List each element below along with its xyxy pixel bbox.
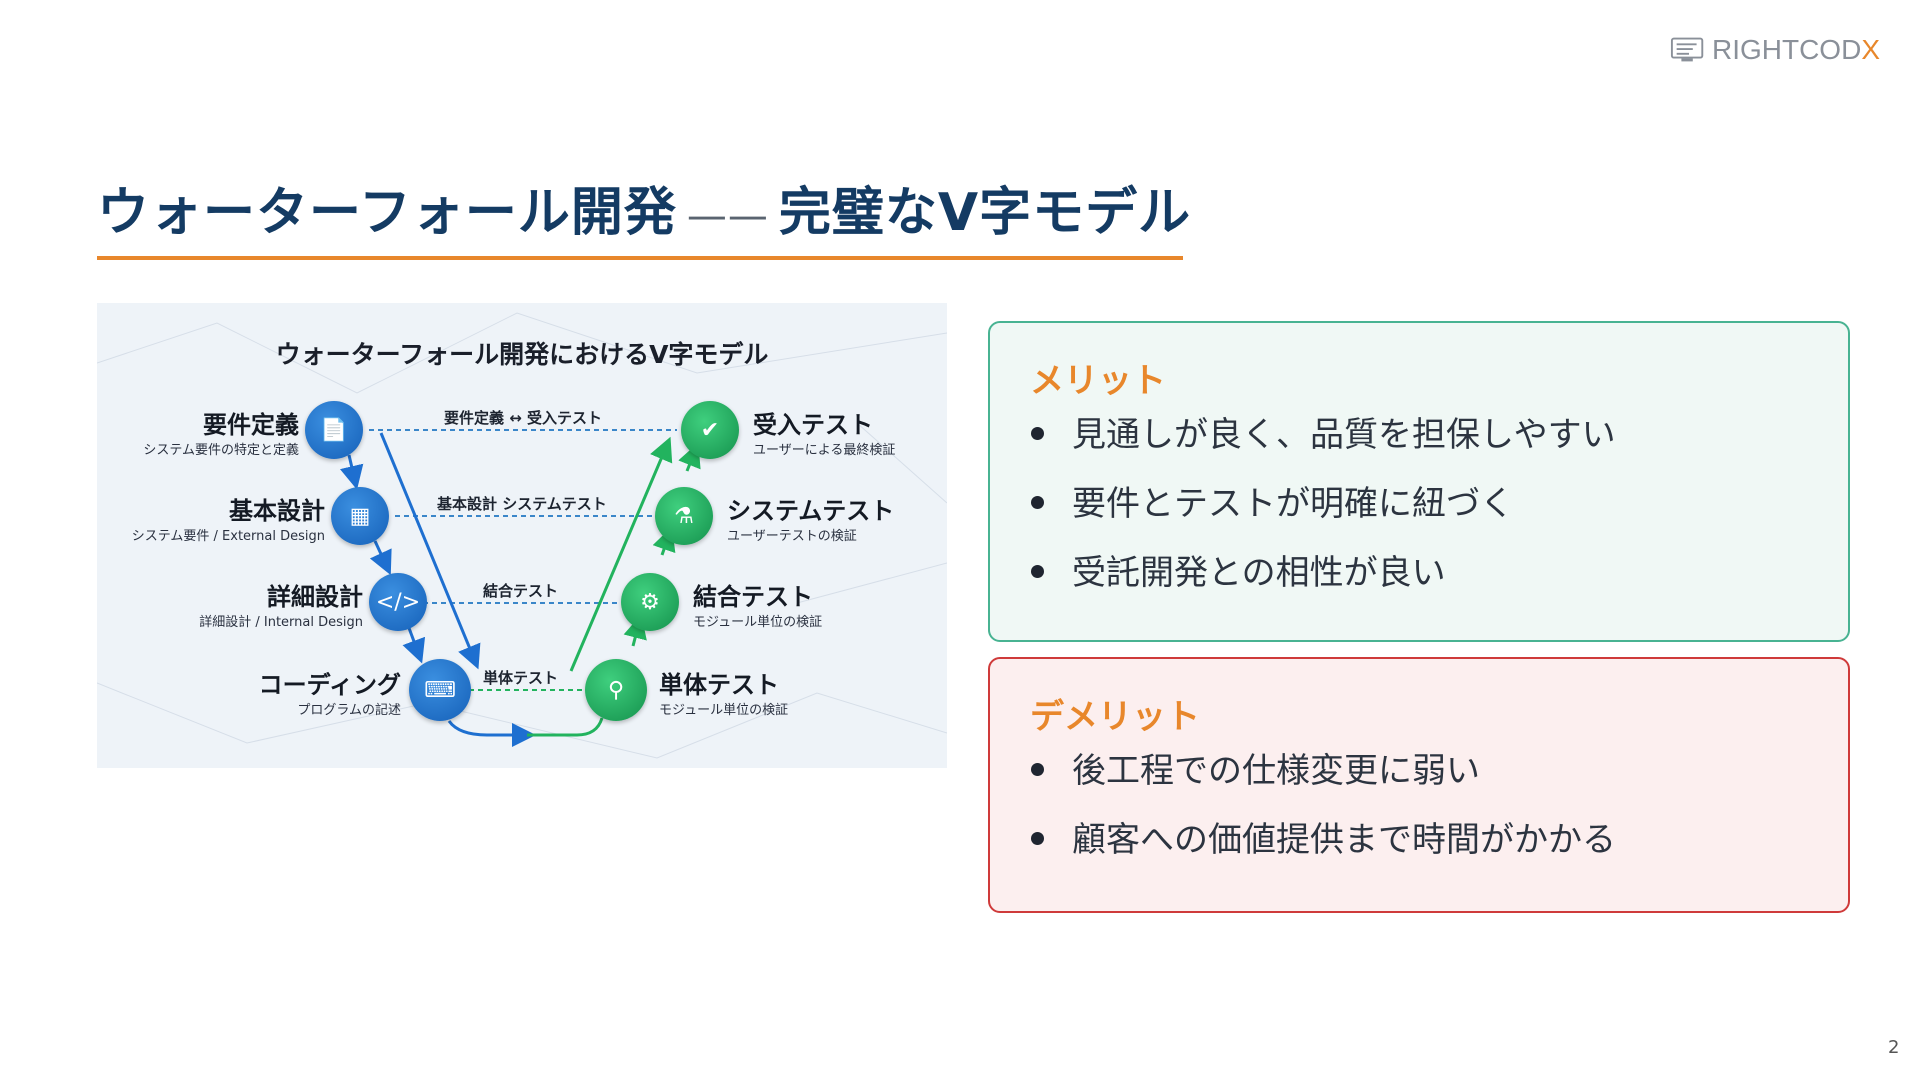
bullet-dot-icon: [1031, 496, 1044, 509]
monitor-logo-icon: [1670, 37, 1704, 62]
node-sub-requirements: システム要件の特定と定義: [143, 443, 299, 458]
link-label-requirements-acceptance: 要件定義 ↔ 受入テスト: [444, 409, 603, 427]
node-label-integration-test: 結合テスト: [693, 583, 813, 611]
page-number: 2: [1888, 1037, 1900, 1058]
title-dash: ——: [686, 193, 769, 239]
demerit-list: 後工程での仕様変更に弱い 顧客への価値提供まで時間がかかる: [1028, 749, 1616, 887]
title-left: ウォーターフォール開発: [97, 183, 677, 243]
company-logo: RIGHTCODX: [1670, 28, 1880, 72]
node-label-requirements: 要件定義: [203, 411, 299, 439]
keyboard-icon: ⌨: [409, 659, 471, 721]
hierarchy-icon: ▦: [331, 487, 389, 545]
node-sub-system-test: ユーザーテストの検証: [727, 529, 857, 544]
magnifier-check-icon: ✔: [681, 401, 739, 459]
test-tubes-icon: ⚗: [655, 487, 713, 545]
node-label-detailed-design: 詳細設計: [267, 583, 363, 611]
node-label-acceptance-test: 受入テスト: [753, 411, 873, 439]
node-label-unit-test: 単体テスト: [659, 671, 779, 699]
bullet-dot-icon: [1031, 832, 1044, 845]
link-label-basic-system: 基本設計 システムテスト: [437, 495, 607, 513]
node-label-system-test: システムテスト: [727, 497, 895, 525]
demerit-title: デメリット: [1030, 697, 1200, 737]
slide-title: ウォーターフォール開発——完璧なV字モデル: [97, 170, 1191, 245]
merit-card: メリット 見通しが良く、品質を担保しやすい 要件とテストが明確に紐づく 受託開発…: [988, 321, 1850, 642]
list-item: 後工程での仕様変更に弱い: [1028, 749, 1616, 818]
bullet-dot-icon: [1031, 427, 1044, 440]
logo-wordmark: RIGHTCODX: [1711, 34, 1880, 65]
demerit-card: デメリット 後工程での仕様変更に弱い 顧客への価値提供まで時間がかかる: [988, 657, 1850, 913]
bullet-dot-icon: [1031, 763, 1044, 776]
node-sub-basic-design: システム要件 / External Design: [131, 529, 325, 544]
merit-list: 見通しが良く、品質を担保しやすい 要件とテストが明確に紐づく 受託開発との相性が…: [1028, 413, 1616, 620]
list-item: 受託開発との相性が良い: [1028, 551, 1616, 620]
v-model-connectors: [97, 312, 947, 759]
node-label-coding: コーディング: [258, 671, 401, 699]
node-sub-acceptance-test: ユーザーによる最終検証: [753, 443, 896, 458]
list-item: 要件とテストが明確に紐づく: [1028, 482, 1616, 551]
document-icon: 📄: [305, 401, 363, 459]
diagram-heading: ウォーターフォール開発におけるV字モデル: [275, 340, 769, 369]
bullet-dot-icon: [1031, 565, 1044, 578]
v-model-diagram: ウォーターフォール開発におけるV字モデル 📄 要件定義 システム要件の特定と定義…: [97, 303, 947, 768]
merit-title: メリット: [1030, 361, 1166, 401]
node-sub-unit-test: モジュール単位の検証: [659, 703, 789, 718]
node-sub-coding: プログラムの記述: [297, 703, 401, 718]
list-item: 顧客への価値提供まで時間がかかる: [1028, 818, 1616, 887]
title-right: 完璧なV字モデル: [778, 183, 1192, 243]
node-sub-detailed-design: 詳細設計 / Internal Design: [199, 615, 363, 630]
node-sub-integration-test: モジュール単位の検証: [693, 615, 823, 630]
title-underline: [97, 256, 1183, 260]
magnifier-icon: ⚲: [585, 659, 647, 721]
gears-icon: ⚙: [621, 573, 679, 631]
list-item: 見通しが良く、品質を担保しやすい: [1028, 413, 1616, 482]
code-window-icon: </>: [369, 573, 427, 631]
link-label-unit: 単体テスト: [483, 669, 559, 687]
node-label-basic-design: 基本設計: [229, 497, 325, 525]
link-label-integration: 結合テスト: [483, 582, 559, 600]
